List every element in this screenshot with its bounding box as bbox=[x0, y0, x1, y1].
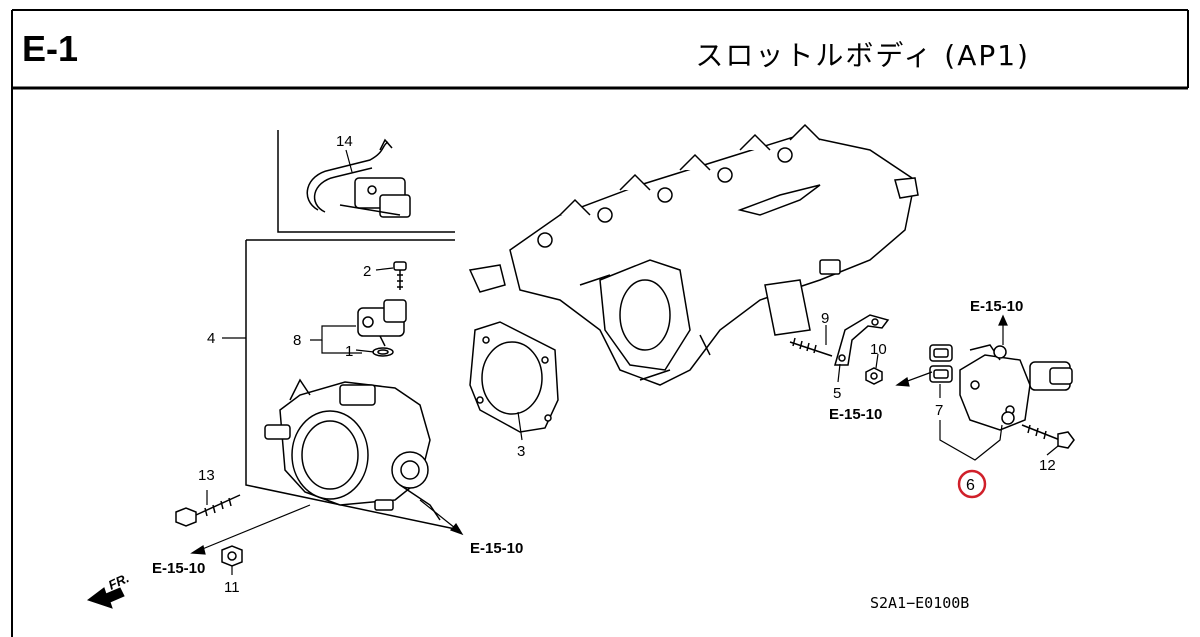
callout-6: 6 bbox=[966, 477, 975, 494]
ref-label-bottom-center: E-15-10 bbox=[470, 540, 523, 557]
intake-manifold-part bbox=[468, 123, 919, 386]
drawing-code: S2A1−E0100B bbox=[870, 594, 970, 612]
bolt-13-part bbox=[175, 494, 241, 527]
callout-3: 3 bbox=[517, 443, 525, 460]
bolt-12-part bbox=[1021, 424, 1075, 449]
callout-14: 14 bbox=[336, 133, 353, 150]
callout-1: 1 bbox=[345, 343, 353, 360]
reference-arrows bbox=[190, 314, 1008, 555]
bracket-part bbox=[834, 314, 890, 366]
callout-12: 12 bbox=[1039, 457, 1056, 474]
highlight-circle bbox=[957, 469, 987, 499]
front-direction-arrow bbox=[86, 587, 125, 609]
throttle-body-part bbox=[264, 378, 441, 521]
callout-5: 5 bbox=[833, 385, 841, 402]
callout-4: 4 bbox=[207, 330, 215, 347]
sensor-box-outline bbox=[245, 130, 461, 531]
callout-7: 7 bbox=[935, 402, 943, 419]
gasket-part bbox=[469, 321, 559, 433]
iacv-gasket-part bbox=[929, 344, 953, 383]
callout-2: 2 bbox=[363, 263, 371, 280]
front-label: FR. bbox=[106, 570, 131, 592]
callout-9: 9 bbox=[821, 310, 829, 327]
callout-13: 13 bbox=[198, 467, 215, 484]
leader-lines bbox=[206, 149, 1059, 575]
screw-part bbox=[393, 261, 407, 290]
callout-8: 8 bbox=[293, 332, 301, 349]
callout-10: 10 bbox=[870, 341, 887, 358]
stud-part bbox=[789, 337, 833, 357]
ref-label-top-right: E-15-10 bbox=[970, 298, 1023, 315]
ref-label-mid-right: E-15-10 bbox=[829, 406, 882, 423]
iac-valve-part bbox=[959, 344, 1073, 431]
callout-11: 11 bbox=[224, 579, 240, 596]
sensor-harness-part bbox=[306, 138, 411, 218]
page-border bbox=[11, 9, 1189, 637]
section-title: スロットルボディ (AP1) bbox=[695, 39, 1030, 72]
map-sensor-part bbox=[357, 299, 407, 347]
ref-label-bottom-left: E-15-10 bbox=[152, 560, 205, 577]
nut-11-part bbox=[221, 545, 243, 567]
nut-part bbox=[865, 367, 883, 385]
section-code: E-1 bbox=[22, 28, 79, 69]
o-ring-part bbox=[372, 347, 394, 357]
